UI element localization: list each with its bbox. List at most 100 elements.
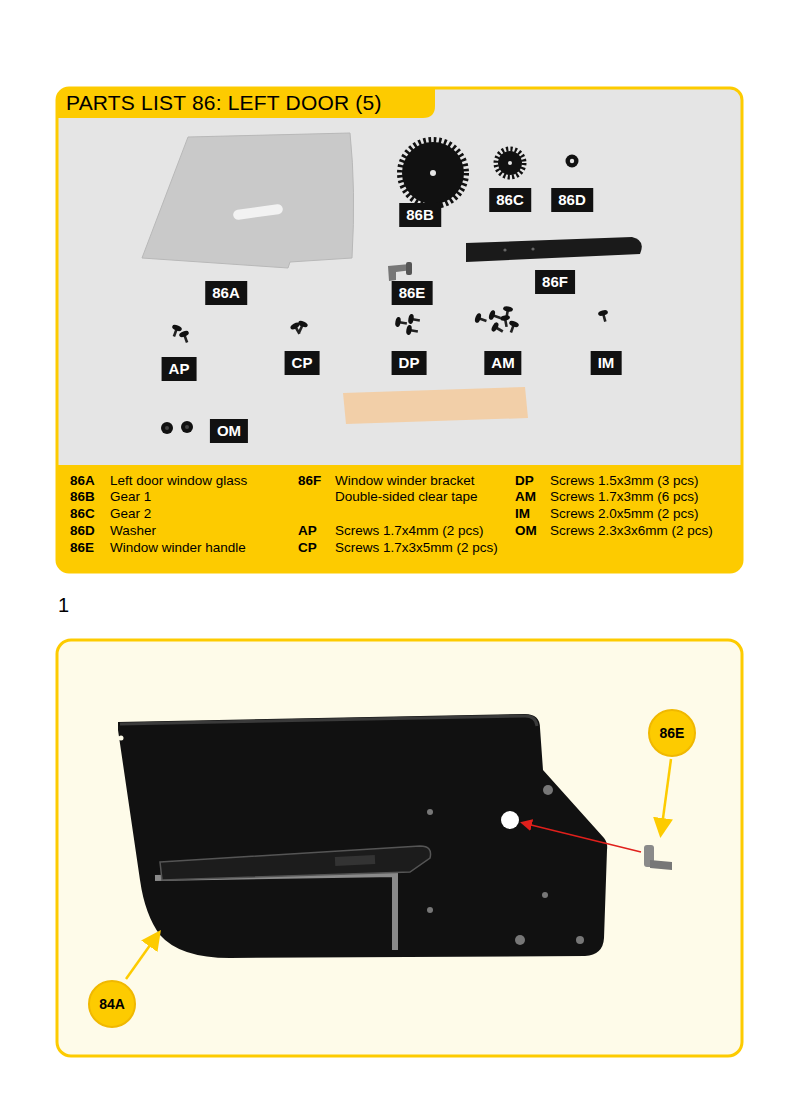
handle-hole [501, 811, 519, 829]
gear-1-teeth [400, 140, 466, 206]
part-code: DP [515, 473, 534, 489]
washer [566, 155, 579, 168]
leader-line [661, 759, 671, 833]
callout-number: 86E [399, 284, 426, 301]
callout-number: 86A [212, 284, 240, 301]
step-panel [57, 640, 742, 1056]
armrest [160, 846, 431, 880]
parts-table-band [57, 465, 742, 572]
part-tag: 86F [535, 270, 575, 294]
screw [488, 309, 502, 322]
part-tag: 86B [399, 203, 441, 227]
part-tag: CP [285, 351, 320, 375]
part-code: 86B [70, 489, 95, 505]
callout-number: 84A [99, 996, 125, 1012]
part-description: Gear 1 [110, 489, 151, 505]
callout-number: DP [399, 354, 420, 371]
screw [408, 314, 421, 326]
title: PARTS LIST 86: LEFT DOOR (5) [66, 90, 382, 116]
part-description: Left door window glass [110, 473, 247, 489]
part-code: AM [515, 489, 536, 505]
screw [295, 320, 309, 335]
header-tab [57, 88, 435, 118]
part-description: Window winder handle [110, 540, 246, 556]
part-code: CP [298, 540, 317, 556]
callout-number: 86B [406, 206, 434, 223]
door-top-edge [120, 716, 537, 726]
callout-number: AP [169, 360, 190, 377]
part-code: IM [515, 506, 530, 522]
gear-1-hole [430, 170, 436, 176]
screw-slot [165, 426, 169, 430]
callout-number: 86F [542, 273, 568, 290]
door-hole [543, 785, 553, 795]
part-tag: 86C [489, 188, 531, 212]
part-tag: DP [392, 351, 427, 375]
leader-line [126, 934, 158, 979]
screw [500, 315, 512, 328]
callout-number: CP [292, 354, 313, 371]
part-code: AP [298, 523, 317, 539]
clear-tape [343, 387, 528, 424]
screw-head [161, 422, 173, 434]
part-code: 86F [298, 473, 321, 489]
bracket-hole [503, 248, 506, 251]
door-trim [155, 874, 395, 950]
part-code: 86E [70, 540, 94, 556]
screw [395, 317, 408, 329]
part-description: Gear 2 [110, 506, 151, 522]
screw [406, 325, 419, 337]
part-tag: AM [484, 351, 521, 375]
part-tag: 86E [392, 281, 433, 305]
door-notch [119, 736, 124, 741]
callout-number: IM [598, 354, 615, 371]
part-tag: 86D [551, 188, 593, 212]
winder-bracket [466, 237, 642, 262]
door-hole [427, 907, 433, 913]
gear-2-teeth [496, 149, 524, 177]
door-hole [576, 936, 584, 944]
callout-circle: 84A [88, 980, 136, 1028]
washer-hole [570, 159, 574, 163]
door-hole [515, 935, 525, 945]
part-tag: AP [162, 357, 197, 381]
bracket-hole [531, 247, 534, 250]
part-description: Screws 2.3x3x6mm (2 pcs) [550, 523, 713, 539]
screw [597, 309, 610, 323]
door-panel [118, 714, 607, 958]
screw [490, 321, 505, 335]
part-description: Window winder bracket [335, 473, 475, 489]
part-tag: IM [591, 351, 622, 375]
parts-panel [57, 88, 742, 572]
part-code: 86C [70, 506, 95, 522]
part-code: 86D [70, 523, 95, 539]
door-hole [427, 809, 433, 815]
callout-number: 86D [558, 191, 586, 208]
callout-number: AM [491, 354, 514, 371]
screw [506, 320, 519, 334]
glass-slot [233, 204, 284, 221]
part-description: Screws 1.5x3mm (3 pcs) [550, 473, 699, 489]
part-description: Screws 1.7x4mm (2 pcs) [335, 523, 484, 539]
part-code: OM [515, 523, 537, 539]
window-glass [142, 133, 354, 268]
winder-knob [406, 262, 412, 275]
part-description: Screws 1.7x3x5mm (2 pcs) [335, 540, 498, 556]
step-divider [57, 623, 742, 625]
screw-head [181, 421, 193, 433]
armrest-grill [335, 855, 375, 866]
part-tag: 86A [205, 281, 247, 305]
step-number: 1 [58, 593, 69, 617]
screw [178, 330, 191, 344]
callout-circle: 86E [648, 709, 696, 757]
callout-number: 86E [660, 725, 685, 741]
part-code: 86A [70, 473, 95, 489]
part-description: Screws 2.0x5mm (2 pcs) [550, 506, 699, 522]
gear-2-hole [508, 161, 512, 165]
winder-handle [650, 860, 672, 870]
part-description: Double-sided clear tape [335, 489, 478, 505]
screw [474, 312, 488, 325]
part-description: Screws 1.7x3mm (6 pcs) [550, 489, 699, 505]
insert-arrow [523, 823, 641, 852]
